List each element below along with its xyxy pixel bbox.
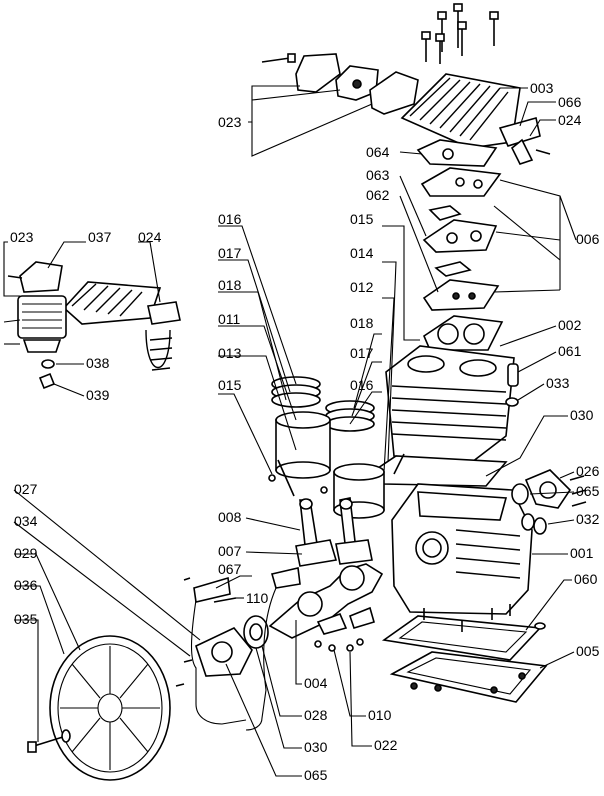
- seal-065: [511, 483, 529, 505]
- label-012: 012: [350, 279, 374, 295]
- label-014: 014: [350, 245, 374, 261]
- label-067: 067: [218, 561, 242, 577]
- inset-hose-024: [145, 301, 181, 371]
- label-015-right: 015: [350, 211, 374, 227]
- crankshaft: [268, 563, 384, 639]
- label-026: 026: [576, 463, 600, 479]
- cover-plates: [295, 53, 419, 115]
- label-039: 039: [86, 387, 110, 403]
- flywheel-bolt-035: [27, 729, 71, 753]
- label-060: 060: [574, 571, 598, 587]
- label-063: 063: [366, 167, 390, 183]
- label-022: 022: [374, 737, 398, 753]
- piston-pins: [268, 453, 405, 497]
- label-035: 035: [14, 611, 38, 627]
- label-017-right: 017: [350, 345, 374, 361]
- gasket-064: [416, 139, 498, 167]
- label-027: 027: [14, 481, 38, 497]
- bottom-cover-005: [389, 651, 548, 703]
- small-bolts-110: [175, 577, 237, 687]
- label-018-left: 018: [218, 277, 242, 293]
- label-015-left: 015: [218, 377, 242, 393]
- rod-caps: [314, 606, 375, 652]
- label-023-top: 023: [218, 114, 242, 130]
- label-061: 061: [558, 343, 582, 359]
- bearing-cover-026: [524, 469, 587, 509]
- cover-bolts: [423, 604, 546, 632]
- label-037: 037: [88, 229, 112, 245]
- label-017-left: 017: [218, 245, 242, 261]
- label-008: 008: [218, 509, 242, 525]
- label-023-inset: 023: [10, 229, 34, 245]
- label-004: 004: [304, 675, 328, 691]
- label-033: 033: [546, 375, 570, 391]
- valve-plates: [420, 167, 502, 311]
- leader-lines: [3, 85, 577, 777]
- label-066: 066: [558, 94, 582, 110]
- base-gasket: [370, 455, 508, 487]
- bracket-067: [193, 567, 301, 603]
- head-bolts: [261, 3, 499, 64]
- label-036: 036: [14, 577, 38, 593]
- inset-head: [62, 281, 162, 325]
- inset-washer-038: [41, 359, 55, 369]
- flywheel: [49, 635, 171, 781]
- cylinder-head: [400, 73, 521, 149]
- label-010: 010: [368, 707, 392, 723]
- cylinder-block: [385, 345, 515, 463]
- part-labels: 023 003 066 024 064 063 062 006 016 015 …: [10, 80, 600, 783]
- label-001: 001: [570, 545, 594, 561]
- washer-033: [505, 397, 519, 407]
- label-038: 038: [86, 355, 110, 371]
- label-110: 110: [246, 590, 269, 606]
- label-003: 003: [530, 80, 554, 96]
- label-030-bottom: 030: [304, 739, 328, 755]
- label-007: 007: [218, 543, 242, 559]
- label-016-left: 016: [218, 211, 242, 227]
- label-006: 006: [576, 231, 600, 247]
- label-029: 029: [14, 545, 38, 561]
- label-028: 028: [304, 707, 328, 723]
- label-032: 032: [576, 511, 600, 527]
- label-030-top: 030: [570, 407, 594, 423]
- inset-cover-037: [7, 261, 63, 293]
- plugs-032: [521, 513, 547, 535]
- label-018-right: 018: [350, 315, 374, 331]
- label-002: 002: [558, 317, 582, 333]
- label-024-top: 024: [558, 112, 582, 128]
- dowel-pin-061: [507, 363, 519, 387]
- crankcase: [391, 483, 533, 615]
- label-013: 013: [218, 345, 242, 361]
- label-065-bottom: 065: [304, 767, 328, 783]
- label-064: 064: [366, 144, 390, 160]
- gasket-002: [423, 315, 504, 351]
- valve-fitting-024: [498, 117, 551, 165]
- bearing-housing: [195, 615, 269, 677]
- label-034: 034: [14, 513, 38, 529]
- label-016-right: 016: [350, 377, 374, 393]
- inset-filter: [17, 295, 67, 353]
- label-011: 011: [218, 311, 241, 327]
- connecting-rods: [295, 497, 373, 567]
- label-024-inset: 024: [138, 229, 162, 245]
- label-065-top: 065: [576, 483, 600, 499]
- label-062: 062: [366, 187, 390, 203]
- inset-nut-039: [38, 372, 56, 390]
- label-005: 005: [576, 643, 600, 659]
